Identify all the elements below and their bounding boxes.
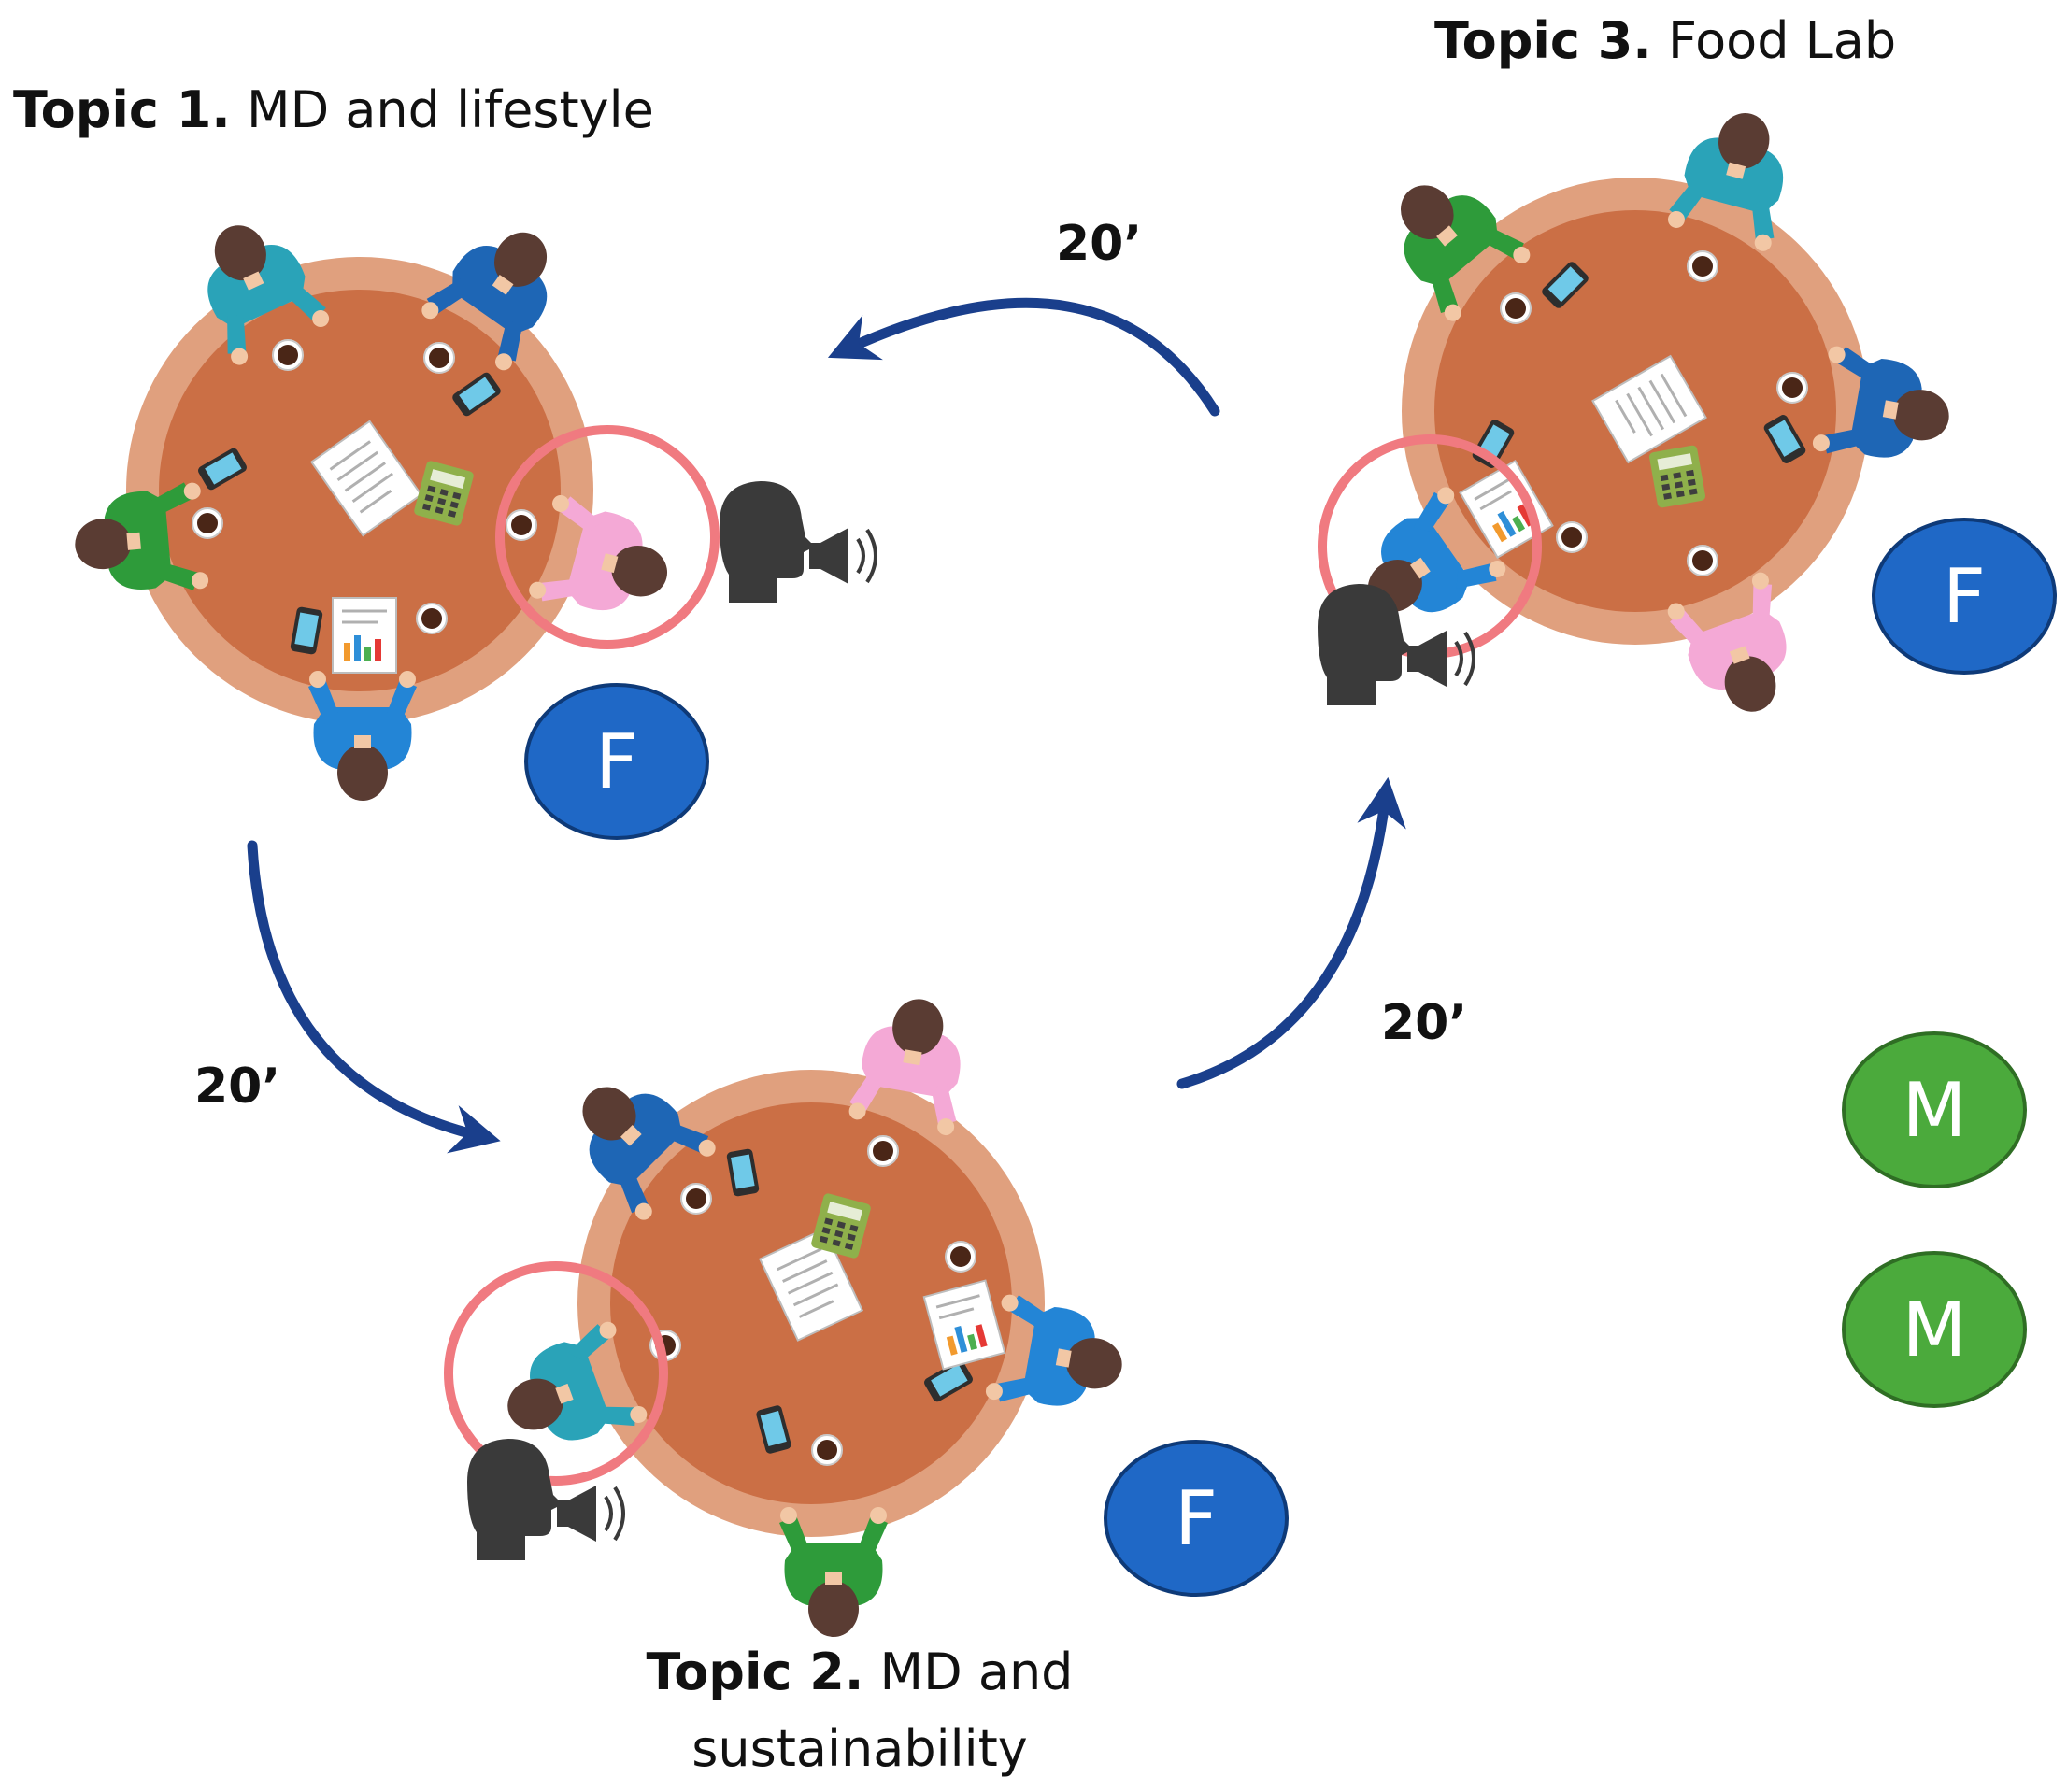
coffee-cup-icon [1687, 250, 1718, 282]
moderator-badge-label: M [1902, 1287, 1966, 1373]
table-topic-1 [70, 204, 877, 801]
moderator-badge-label: M [1902, 1067, 1966, 1154]
coffee-cup-icon [1687, 545, 1718, 576]
speaker-megaphone-icon [718, 479, 877, 604]
calculator-icon [1648, 444, 1706, 509]
facilitator-badge: F [1104, 1440, 1289, 1597]
topic-2-name-line-1: MD and [880, 1643, 1074, 1701]
rotation-arrow-2-to-3 [1176, 776, 1406, 1089]
moderator-badge: M [1842, 1251, 2027, 1408]
rotation-arrow-1-to-2 [247, 840, 501, 1154]
topic-2-title-line-1: Topic 2. MD and [647, 1643, 1074, 1701]
facilitator-badge-label: F [1943, 553, 1986, 640]
topic-1-prefix: Topic 1. [13, 80, 231, 139]
duration-label-3-to-1: 20’ [1056, 216, 1142, 272]
speaker-megaphone-icon [465, 1437, 625, 1562]
facilitator-badge-label: F [1175, 1475, 1218, 1562]
duration-label-2-to-3: 20’ [1381, 995, 1467, 1051]
topic-2-title-line-2: sustainability [691, 1719, 1028, 1778]
topic-3-name: Food Lab [1668, 11, 1896, 70]
coffee-cup-icon [867, 1135, 899, 1167]
topic-1-title: Topic 1. MD and lifestyle [13, 80, 654, 139]
coffee-cup-icon [506, 509, 537, 541]
coffee-cup-icon [272, 339, 304, 371]
facilitator-badge: F [524, 683, 709, 840]
coffee-cup-icon [1500, 292, 1532, 324]
chart-document-icon [331, 596, 398, 675]
table-topic-2 [444, 989, 1132, 1637]
table-topic-3 [1316, 99, 1959, 730]
coffee-cup-icon [680, 1183, 712, 1215]
rotation-arrow-3-to-1 [827, 297, 1220, 417]
duration-label-1-to-2: 20’ [194, 1059, 280, 1115]
coffee-cup-icon [416, 603, 448, 634]
coffee-cup-icon [423, 342, 455, 374]
coffee-cup-icon [811, 1434, 843, 1466]
facilitator-badge-label: F [595, 718, 638, 805]
facilitator-badge: F [1872, 518, 2057, 675]
topic-3-prefix: Topic 3. [1434, 11, 1652, 70]
coffee-cup-icon [1776, 372, 1808, 404]
moderator-badge: M [1842, 1031, 2027, 1188]
topic-2-prefix: Topic 2. [647, 1643, 864, 1701]
topic-1-name: MD and lifestyle [247, 80, 654, 139]
speaker-ring [444, 1261, 668, 1486]
coffee-cup-icon [1556, 521, 1588, 553]
topic-3-title: Topic 3. Food Lab [1434, 11, 1896, 70]
coffee-cup-icon [945, 1241, 976, 1273]
speaker-ring [495, 425, 720, 649]
coffee-cup-icon [192, 507, 223, 539]
